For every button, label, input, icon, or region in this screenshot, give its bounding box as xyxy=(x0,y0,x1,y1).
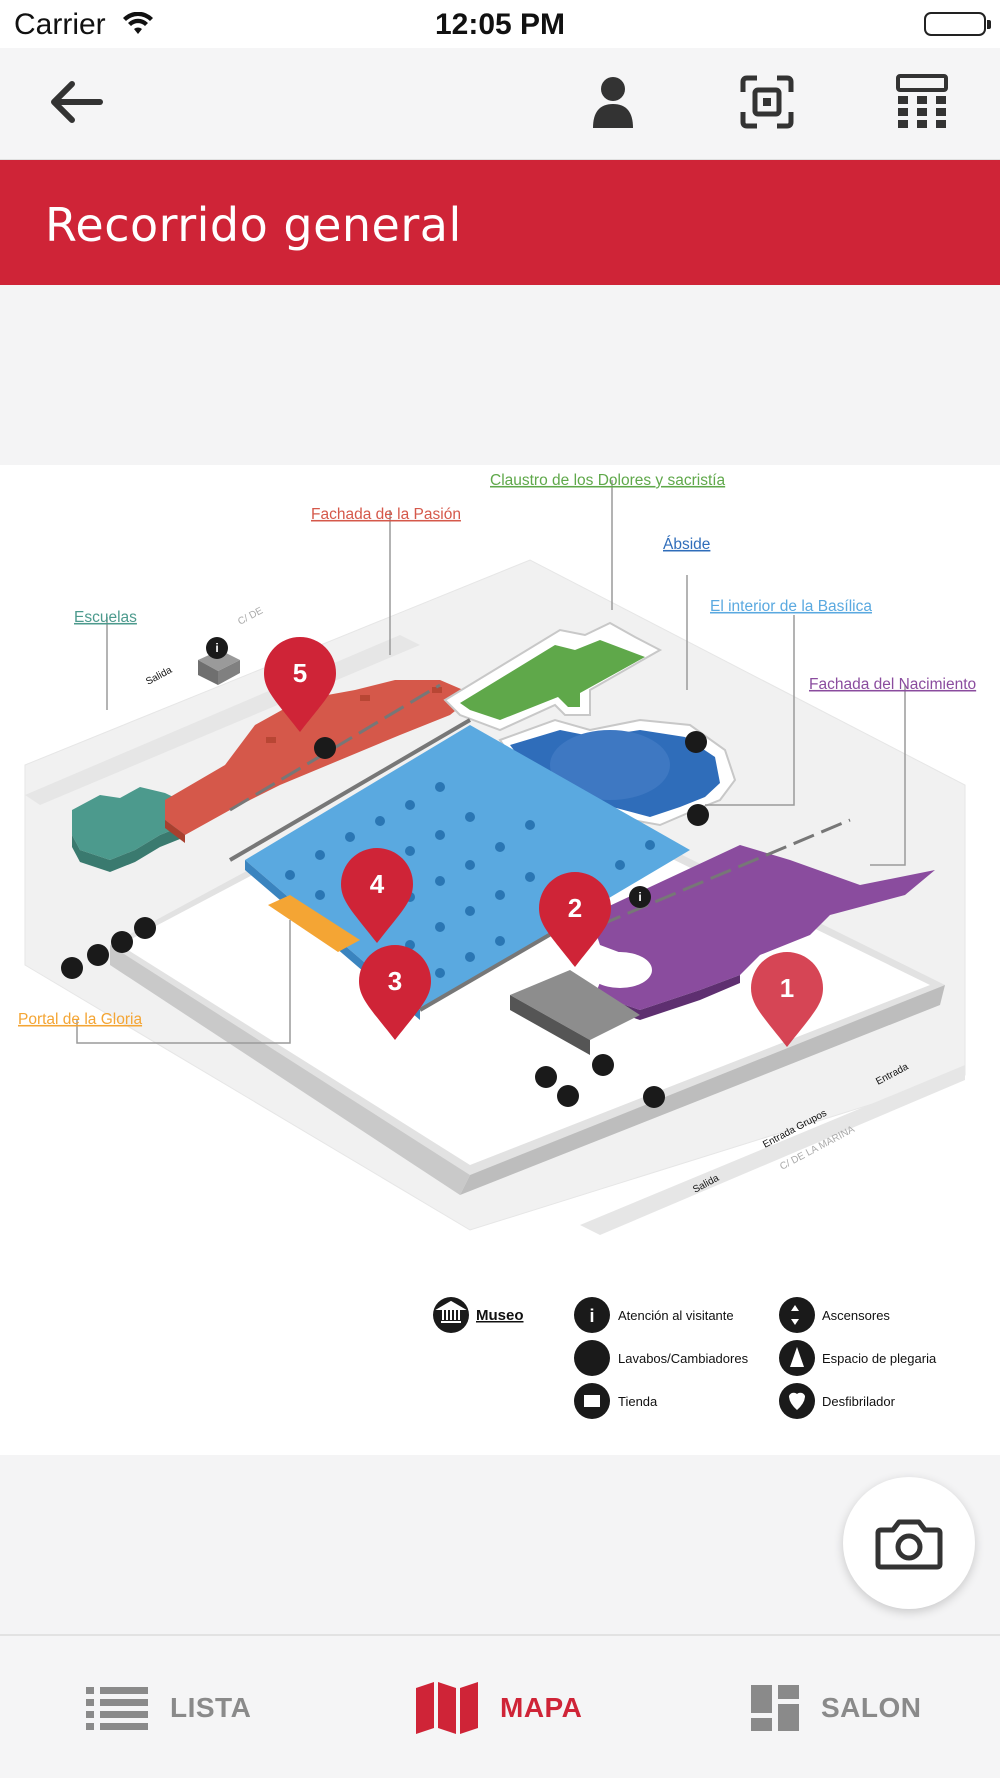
tab-label: MAPA xyxy=(500,1692,583,1723)
clock: 12:05 PM xyxy=(434,8,566,41)
carrier-label: Carrier xyxy=(14,8,106,41)
label-salida-top: Salida xyxy=(144,665,174,688)
label-nacimiento[interactable]: Fachada del Nacimiento xyxy=(809,676,976,693)
map-panel: i i 5 4 3 2 1 xyxy=(0,465,1000,1455)
map-pin-4[interactable]: 4 xyxy=(341,848,413,943)
user-icon xyxy=(593,77,633,128)
svg-text:3: 3 xyxy=(388,966,402,996)
svg-text:i: i xyxy=(638,890,641,904)
legend-tienda: Tienda xyxy=(618,1394,658,1409)
restroom-icon xyxy=(574,1340,610,1376)
map-pin-2[interactable]: 2 xyxy=(539,872,611,967)
label-claustro[interactable]: Claustro de los Dolores y sacristía xyxy=(490,472,726,489)
map-area-nacimiento[interactable] xyxy=(588,845,935,1020)
info-icon xyxy=(574,1297,610,1333)
page-title: Recorrido general xyxy=(45,198,462,252)
elevator-icon xyxy=(779,1297,815,1333)
label-pasion[interactable]: Fachada de la Pasión xyxy=(311,506,461,523)
map-area-escuelas[interactable] xyxy=(72,787,190,872)
camera-icon xyxy=(875,1519,943,1570)
calculator-button[interactable] xyxy=(890,70,954,134)
basilica-map[interactable]: i i 5 4 3 2 1 xyxy=(0,465,1000,1455)
calculator-icon xyxy=(896,74,948,128)
tab-label: LISTA xyxy=(170,1692,252,1723)
svg-text:4: 4 xyxy=(370,869,385,899)
camera-button[interactable] xyxy=(843,1477,975,1609)
legend-ascensores: Ascensores xyxy=(822,1308,890,1323)
tab-label: SALON xyxy=(821,1692,922,1723)
map-area-gloria[interactable] xyxy=(268,895,360,952)
map-pin-1[interactable]: 1 xyxy=(751,952,823,1047)
legend-desfibrilador: Desfibrilador xyxy=(822,1394,896,1409)
map-legend: Museo i Atención al visitante Lavabos/Ca… xyxy=(433,1297,937,1419)
label-interior[interactable]: El interior de la Basílica xyxy=(710,598,872,615)
map-pin-5[interactable]: 5 xyxy=(263,636,337,732)
map-icon xyxy=(416,1682,478,1734)
label-gloria[interactable]: Portal de la Gloria xyxy=(18,1011,142,1028)
dashboard-icon xyxy=(751,1685,799,1731)
top-toolbar xyxy=(0,48,1000,160)
label-abside[interactable]: Ábside xyxy=(663,536,710,553)
list-icon xyxy=(86,1687,148,1730)
wifi-icon xyxy=(122,11,154,41)
tab-mapa[interactable]: MAPA xyxy=(416,1680,582,1736)
arrow-left-icon xyxy=(51,81,103,123)
svg-text:2: 2 xyxy=(568,893,582,923)
map-area-claustro[interactable] xyxy=(443,621,663,732)
svg-text:i: i xyxy=(215,641,218,655)
tab-salon[interactable]: SALON xyxy=(751,1680,922,1736)
svg-text:i: i xyxy=(589,1306,594,1326)
bottom-tab-bar: LISTA MAPA SALON xyxy=(0,1634,1000,1778)
scan-button[interactable] xyxy=(735,70,799,134)
battery-icon xyxy=(924,12,991,36)
map-area-abside[interactable] xyxy=(498,718,737,827)
back-button[interactable] xyxy=(44,70,108,134)
label-escuelas[interactable]: Escuelas xyxy=(74,609,137,626)
svg-text:5: 5 xyxy=(293,658,307,688)
legend-museo[interactable]: Museo xyxy=(433,1297,524,1333)
profile-button[interactable] xyxy=(581,70,645,134)
legend-atencion: Atención al visitante xyxy=(618,1308,734,1323)
tab-lista[interactable]: LISTA xyxy=(86,1680,251,1736)
map-pin-3[interactable]: 3 xyxy=(359,945,431,1040)
legend-plegaria: Espacio de plegaria xyxy=(822,1351,937,1366)
label-street-top: C/ DE xyxy=(236,605,265,627)
legend-lavabos: Lavabos/Cambiadores xyxy=(618,1351,749,1366)
title-banner: Recorrido general xyxy=(0,160,1000,285)
scan-frame-icon xyxy=(740,75,794,129)
svg-text:1: 1 xyxy=(780,973,794,1003)
svg-text:Museo: Museo xyxy=(476,1307,524,1324)
status-bar: Carrier 12:05 PM xyxy=(0,0,1000,48)
